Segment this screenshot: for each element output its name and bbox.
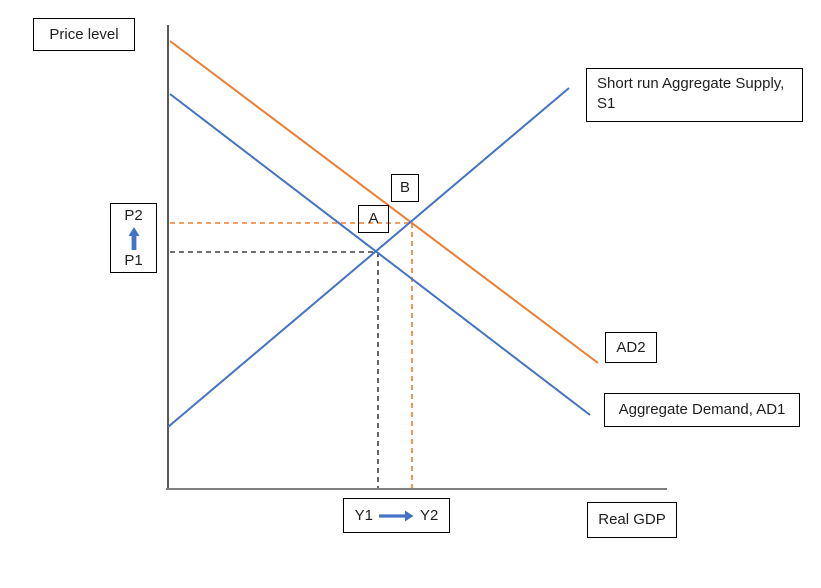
ad1-label-box: Aggregate Demand, AD1 [604,393,800,427]
point-b-box: B [391,174,419,202]
sras-label: Short run Aggregate Supply, S1 [597,75,785,112]
p2-label: P2 [124,206,143,224]
ad2-label-box: AD2 [605,332,657,363]
price-up-arrow-icon [128,226,139,250]
output-right-arrow-icon [379,510,414,521]
price-shift-box: P2 P1 [110,203,157,273]
x-axis-title: Real GDP [598,511,666,528]
output-shift-box: Y1 Y2 [343,498,450,533]
ad2-label: AD2 [616,338,646,356]
y2-label: Y2 [420,506,439,524]
point-b-label: B [399,179,410,196]
y1-label: Y1 [354,506,373,524]
sras-curve [167,87,570,428]
y-axis-title: Price level [49,25,119,43]
point-a-label: A [368,210,379,227]
ad2-curve [169,40,599,364]
p1-label: P1 [124,251,143,269]
ad1-label: Aggregate Demand, AD1 [618,401,786,418]
y-axis-title-box: Price level [33,18,135,51]
point-a-box: A [358,205,389,233]
sras-label-box: Short run Aggregate Supply, S1 [586,68,803,122]
ad1-curve [169,93,591,416]
x-axis-title-box: Real GDP [587,502,677,538]
